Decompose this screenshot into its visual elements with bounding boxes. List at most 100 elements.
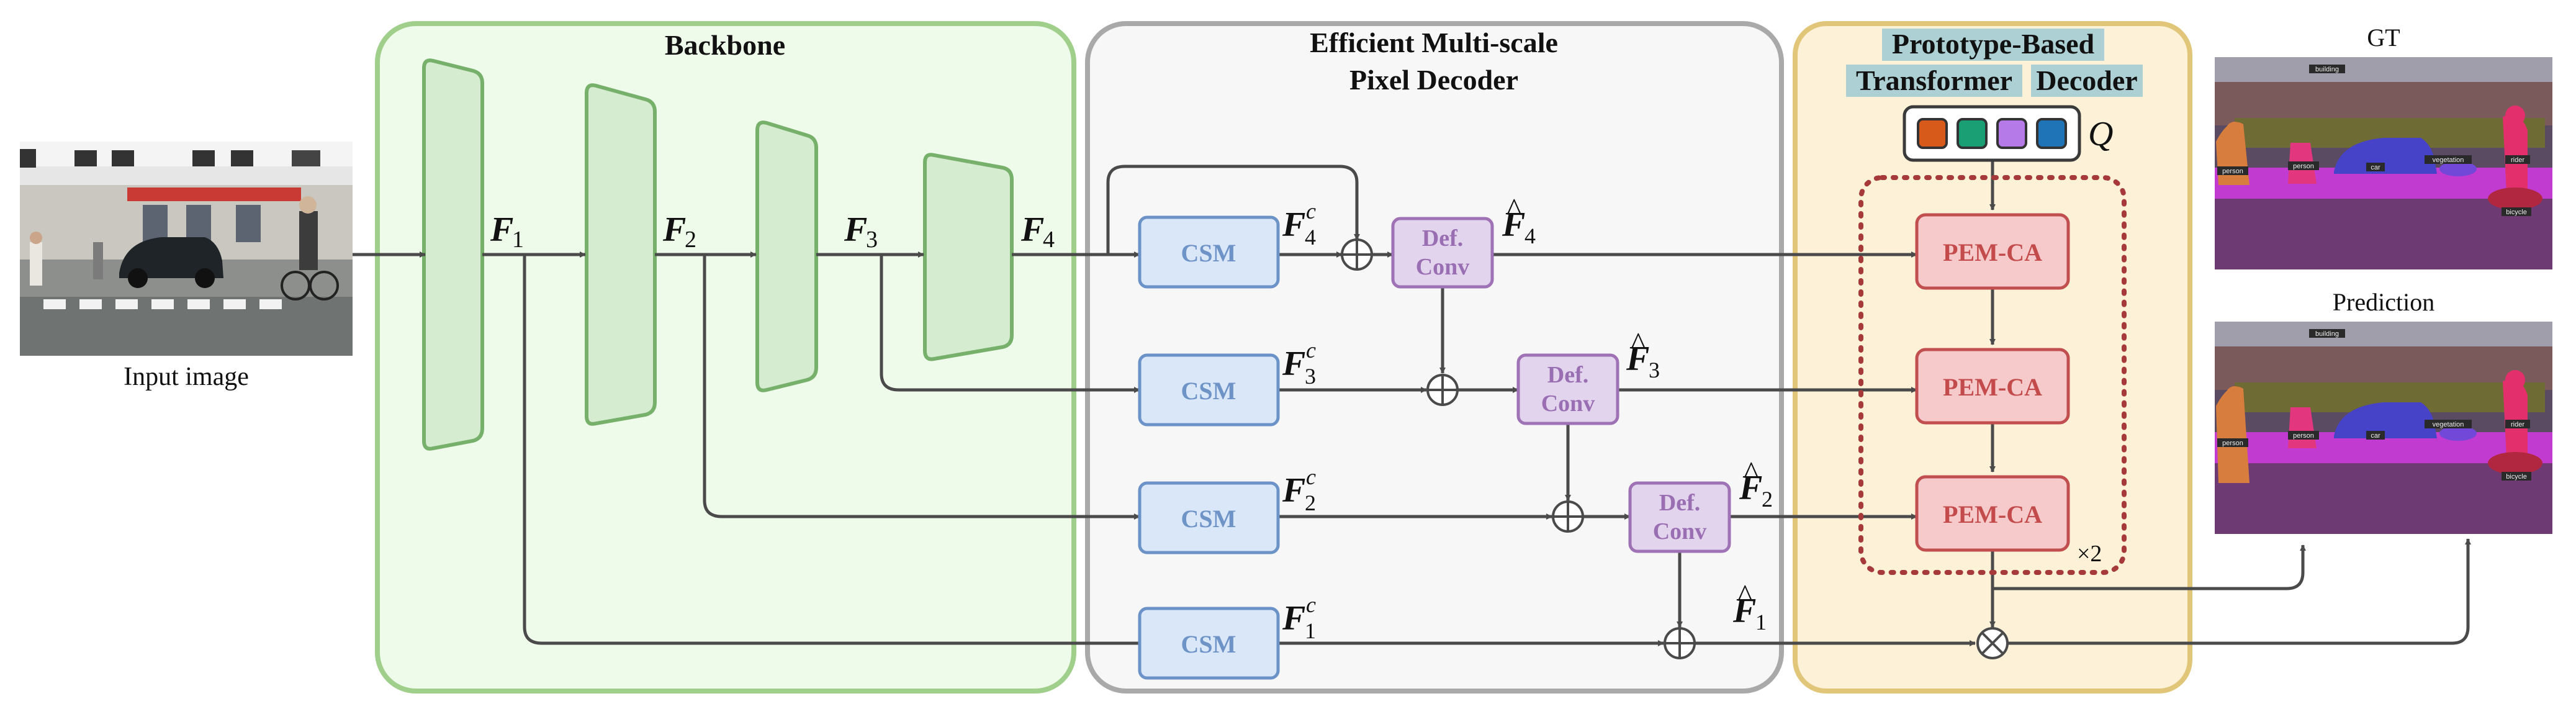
prediction-title: Prediction <box>2333 288 2434 316</box>
svg-text:F: F <box>1282 345 1305 383</box>
svg-text:c: c <box>1306 464 1316 489</box>
svg-text:bicycle: bicycle <box>2506 473 2527 481</box>
defconv-box-2 <box>1628 481 1731 553</box>
td-title-highlight-2 <box>1846 65 2022 97</box>
svg-text:F: F <box>844 210 867 249</box>
label-F3-hat: ^ F 3 <box>1626 327 1660 382</box>
svg-text:F: F <box>1282 206 1305 244</box>
svg-text:4: 4 <box>1043 227 1055 253</box>
svg-text:1: 1 <box>1305 618 1316 643</box>
svg-text:c: c <box>1306 592 1316 617</box>
label-F4: F 4 <box>1020 210 1055 253</box>
sum-node-1 <box>1664 627 1696 659</box>
query-prototype-1 <box>1917 118 1948 149</box>
prediction-segmentation-image: building person person car vegetation ri… <box>2215 322 2552 534</box>
svg-text:F: F <box>1626 340 1649 378</box>
svg-text:person: person <box>2293 163 2314 170</box>
query-label: Q <box>2088 115 2113 153</box>
svg-text:rider: rider <box>2511 156 2524 164</box>
svg-text:F: F <box>1502 206 1525 244</box>
csm-label-1: CSM <box>1181 630 1236 658</box>
multiply-node <box>1976 627 2009 659</box>
backbone-stage-3 <box>755 120 818 392</box>
svg-text:4: 4 <box>1524 224 1536 248</box>
td-title-1: Prototype-Based <box>1892 28 2095 60</box>
svg-text:F: F <box>1739 469 1762 507</box>
svg-text:c: c <box>1306 199 1316 224</box>
svg-text:2: 2 <box>1305 490 1316 515</box>
repeat-loop-box <box>1858 175 2127 575</box>
defconv-3-line1: Def. <box>1547 362 1588 388</box>
defconv-box-4 <box>1391 217 1494 289</box>
pem-ca-block-2 <box>1915 348 2070 425</box>
svg-text:^: ^ <box>1744 456 1759 489</box>
backbone-panel <box>375 21 1076 694</box>
pem-ca-block-1 <box>1915 213 2070 290</box>
label-F4c: F c 4 <box>1282 199 1316 250</box>
svg-text:person: person <box>2222 168 2243 175</box>
backbone-stage-2 <box>585 83 657 426</box>
svg-text:building: building <box>2315 66 2339 73</box>
pixel-decoder-title-1: Efficient Multi-scale <box>1310 27 1558 58</box>
csm-label-3: CSM <box>1181 377 1236 405</box>
svg-text:building: building <box>2315 330 2339 338</box>
svg-text:3: 3 <box>866 227 878 253</box>
svg-text:^: ^ <box>1507 192 1521 225</box>
label-F2-hat: ^ F 2 <box>1739 456 1773 512</box>
svg-text:rider: rider <box>2511 421 2524 428</box>
csm-box-1 <box>1138 607 1280 680</box>
td-title-highlight-1 <box>1882 29 2104 61</box>
label-F3c: F c 3 <box>1282 338 1316 389</box>
defconv-2-line2: Conv <box>1653 518 1707 545</box>
svg-text:bicycle: bicycle <box>2506 209 2527 216</box>
backbone-stage-1 <box>422 58 484 451</box>
svg-text:4: 4 <box>1305 225 1316 250</box>
label-F2c: F c 2 <box>1282 464 1316 515</box>
label-F2: F 2 <box>662 210 696 253</box>
defconv-3-line2: Conv <box>1541 391 1595 417</box>
label-F4-hat: ^ F 4 <box>1502 192 1536 248</box>
defconv-2-line1: Def. <box>1659 490 1700 516</box>
pem-ca-label-1: PEM-CA <box>1943 238 2042 266</box>
pixel-decoder-title-2: Pixel Decoder <box>1349 64 1518 96</box>
svg-text:F: F <box>662 210 686 249</box>
csm-box-4 <box>1138 215 1280 289</box>
svg-text:c: c <box>1306 338 1316 363</box>
svg-text:car: car <box>2371 432 2380 440</box>
csm-box-2 <box>1138 481 1280 554</box>
defconv-4-line2: Conv <box>1416 254 1470 280</box>
defconv-4-line1: Def. <box>1422 225 1463 251</box>
svg-text:F: F <box>1020 210 1044 249</box>
svg-text:^: ^ <box>1631 327 1646 359</box>
svg-text:F: F <box>1282 599 1305 638</box>
td-title-2b: Decoder <box>2036 65 2137 96</box>
svg-text:2: 2 <box>685 227 696 253</box>
svg-text:person: person <box>2293 432 2314 440</box>
query-prototypes <box>1917 118 2067 149</box>
input-image <box>20 142 353 356</box>
csm-label-2: CSM <box>1181 505 1236 533</box>
label-F1-hat: ^ F 1 <box>1732 579 1767 635</box>
pem-ca-label-2: PEM-CA <box>1943 373 2042 401</box>
svg-text:F: F <box>490 210 513 249</box>
svg-text:3: 3 <box>1649 358 1660 382</box>
backbone-stage-4 <box>923 153 1014 361</box>
svg-text:F: F <box>1282 471 1305 510</box>
sum-node-2 <box>1552 500 1584 533</box>
svg-text:1: 1 <box>1755 610 1767 635</box>
td-title-highlight-3 <box>2031 65 2143 97</box>
svg-text:2: 2 <box>1762 487 1773 512</box>
gt-title: GT <box>2367 24 2400 52</box>
connector-arrows <box>353 156 2471 646</box>
svg-text:3: 3 <box>1305 364 1316 389</box>
label-F3: F 3 <box>844 210 878 253</box>
svg-text:vegetation: vegetation <box>2433 421 2464 428</box>
label-F1: F 1 <box>490 210 524 253</box>
query-container <box>1903 105 2081 162</box>
sum-node-3 <box>1426 374 1459 406</box>
td-title-2a: Transformer <box>1856 65 2012 96</box>
svg-text:1: 1 <box>512 227 524 253</box>
pem-ca-label-3: PEM-CA <box>1943 500 2042 528</box>
query-prototype-3 <box>1996 118 2027 149</box>
